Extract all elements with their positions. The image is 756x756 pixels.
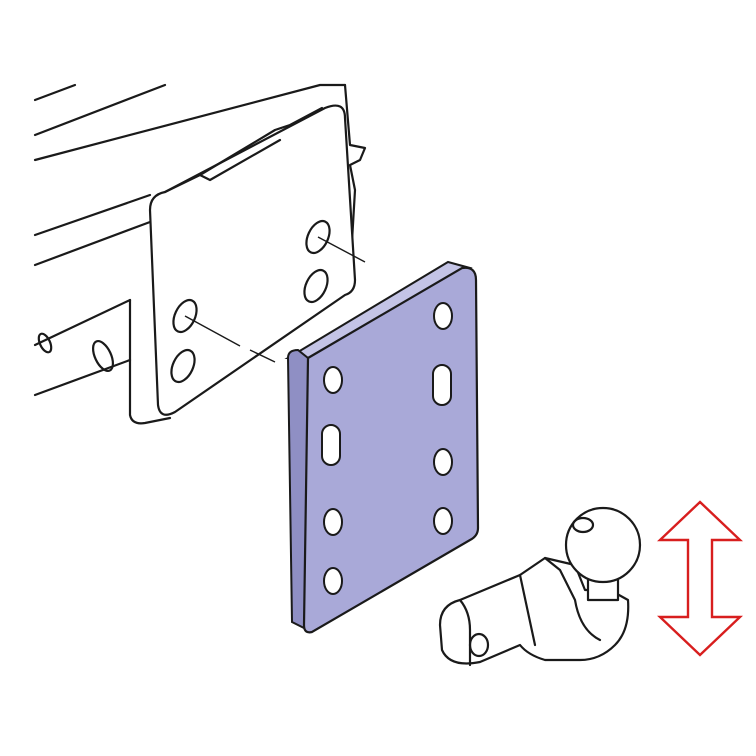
plate-hole xyxy=(433,302,453,330)
tow-ball xyxy=(564,506,642,584)
plate-hole xyxy=(433,448,453,476)
plate-hole xyxy=(323,567,343,595)
double-arrow-vertical-icon xyxy=(656,500,744,657)
plate-hole xyxy=(323,366,343,394)
chassis-frame xyxy=(33,83,367,425)
plate-hole xyxy=(323,508,343,536)
spacer-plate xyxy=(284,260,480,634)
plate-slot xyxy=(432,364,452,406)
plate-slot xyxy=(321,424,341,466)
tow-ball-coupling xyxy=(438,506,642,667)
plate-hole xyxy=(433,507,453,535)
